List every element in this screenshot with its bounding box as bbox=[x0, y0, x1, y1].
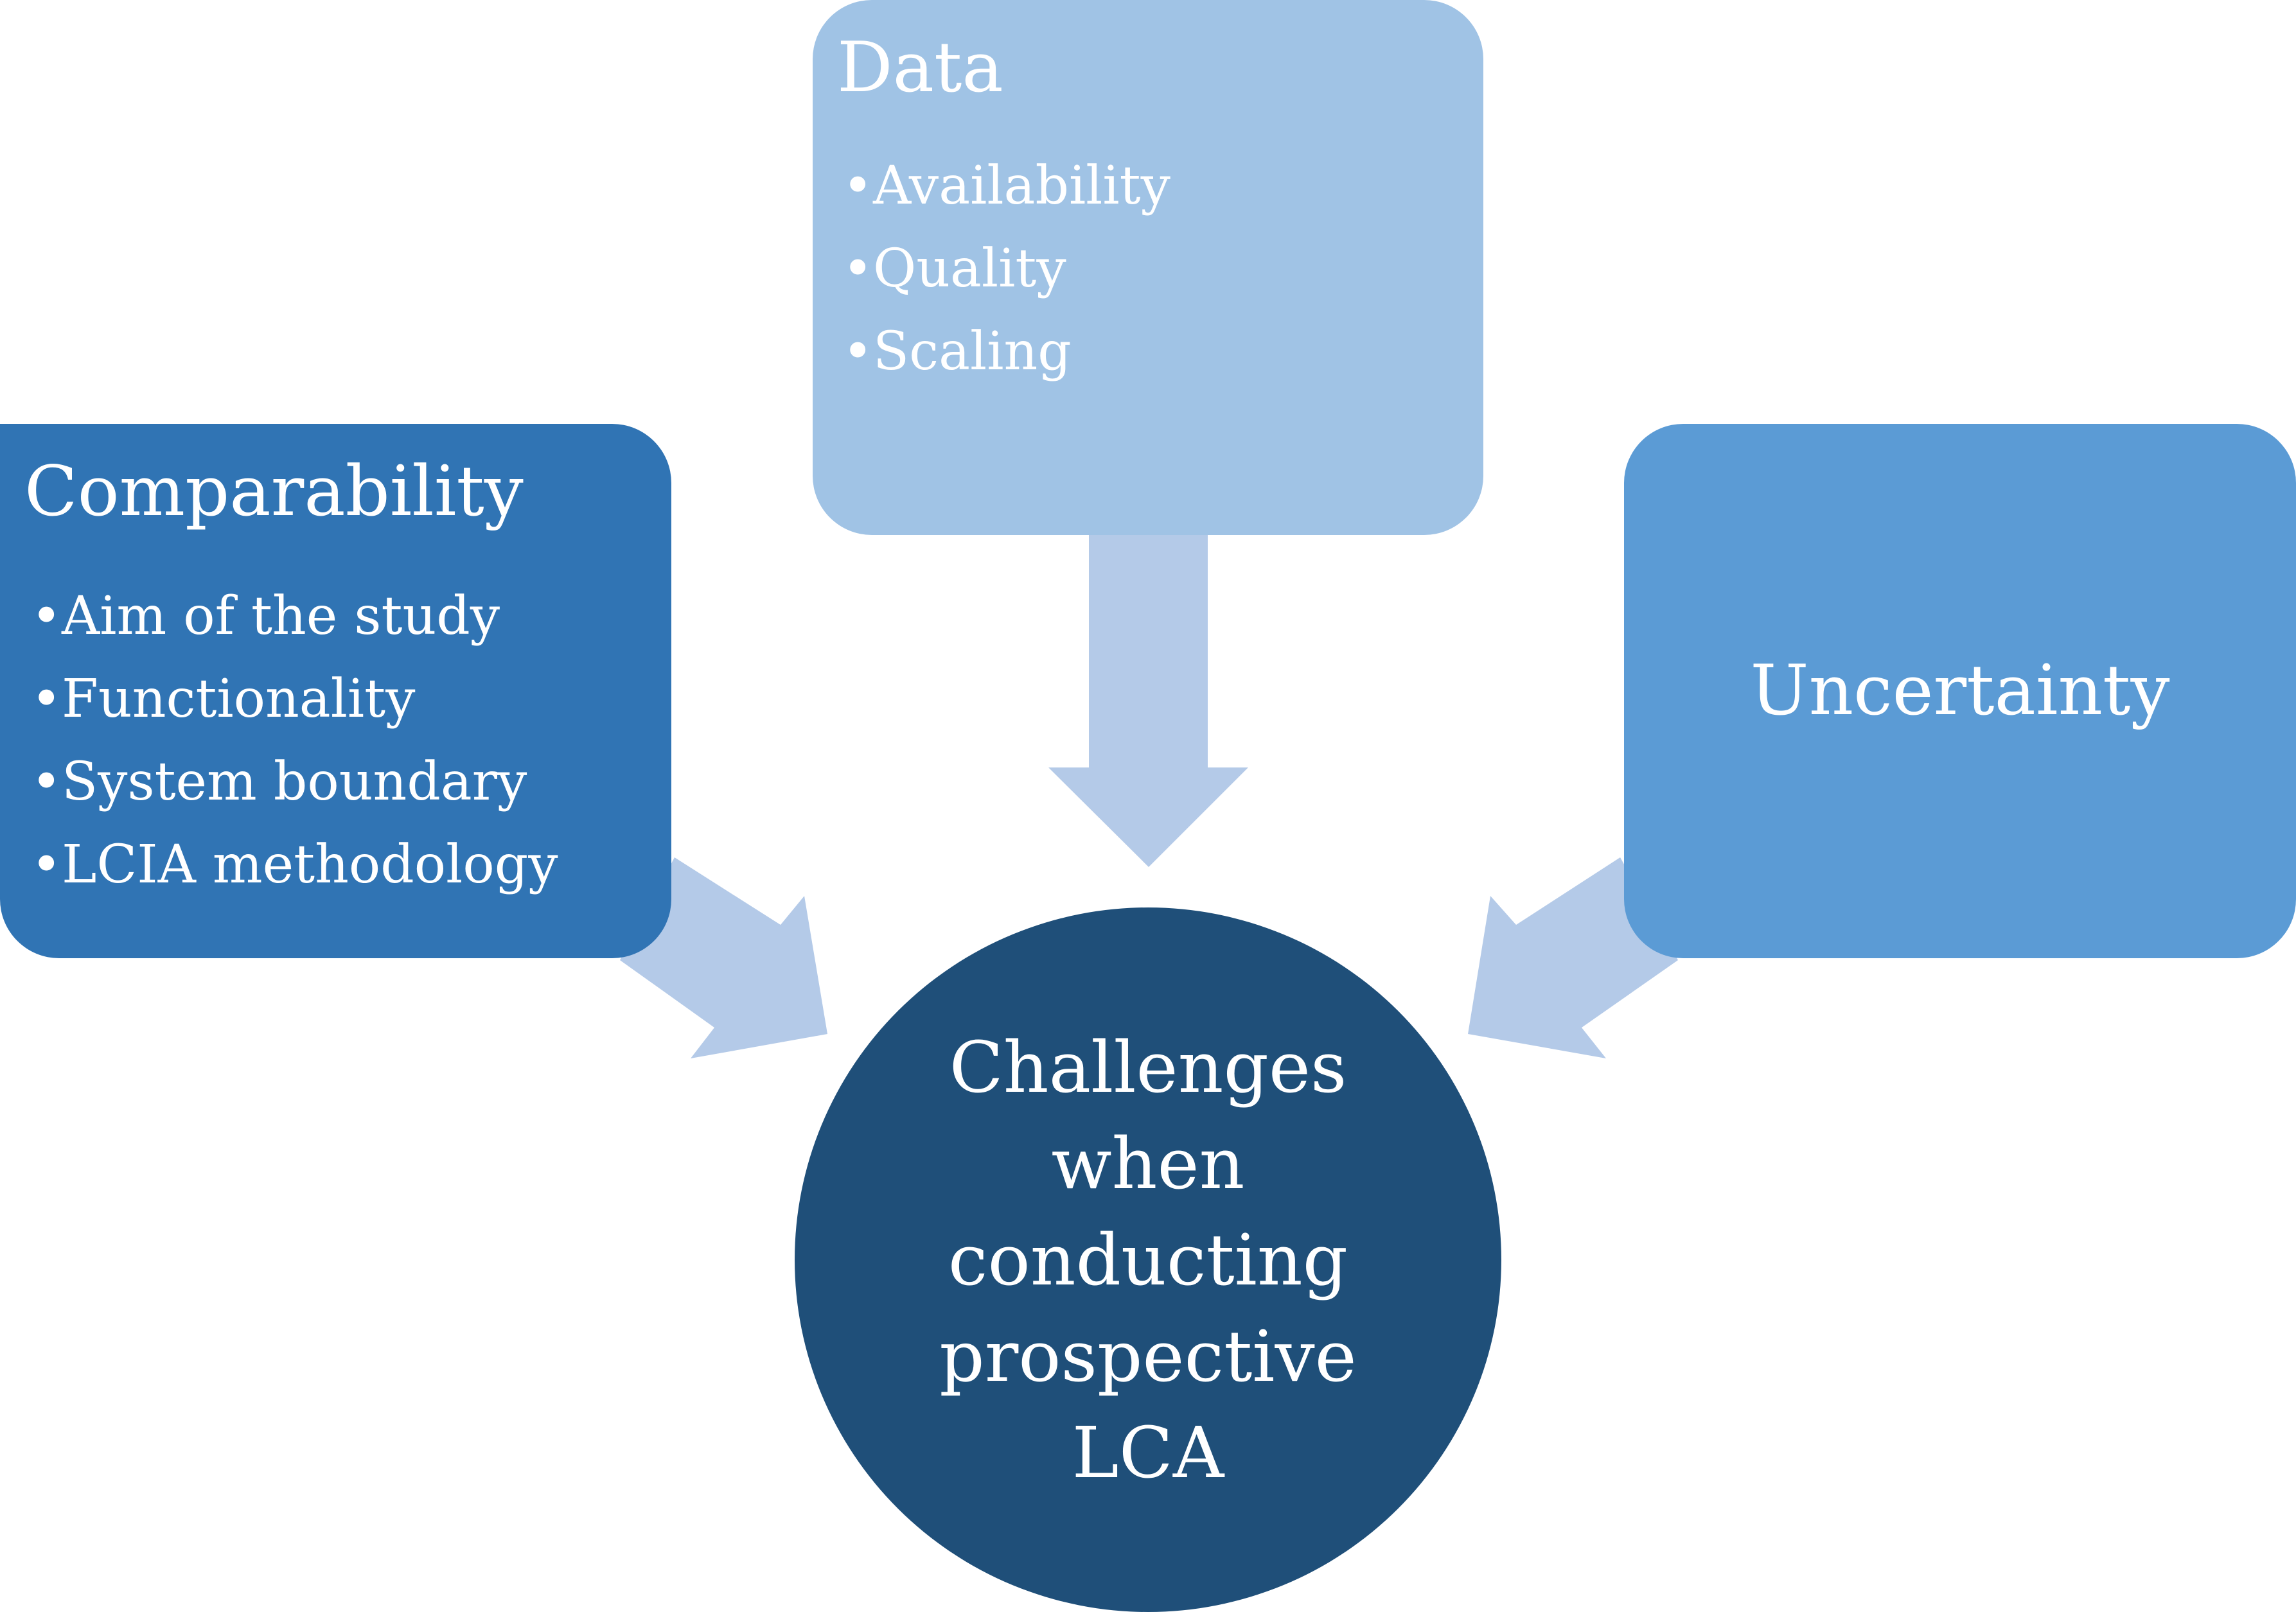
center-circle: Challenges when conducting prospective L… bbox=[795, 907, 1501, 1612]
list-item: •Availability bbox=[842, 145, 1170, 227]
data-list: •Availability •Quality •Scaling bbox=[842, 145, 1170, 393]
bullet-icon: • bbox=[31, 834, 62, 895]
bullet-icon: • bbox=[31, 586, 62, 647]
arrow-data-to-center bbox=[1048, 500, 1248, 867]
arrow-comparability-to-center bbox=[620, 857, 827, 1058]
comparability-title: Comparability bbox=[24, 451, 524, 532]
comparability-list: •Aim of the study •Functionality •System… bbox=[31, 575, 558, 906]
data-title: Data bbox=[837, 28, 1003, 108]
list-item: •Scaling bbox=[842, 310, 1170, 393]
data-box: Data •Availability •Quality •Scaling bbox=[813, 0, 1483, 535]
comparability-box: Comparability •Aim of the study •Functio… bbox=[0, 424, 671, 958]
bullet-icon: • bbox=[31, 751, 62, 812]
list-item: •Quality bbox=[842, 227, 1170, 310]
center-text: Challenges when conducting prospective L… bbox=[939, 1026, 1357, 1494]
list-item: •Functionality bbox=[31, 658, 558, 740]
bullet-icon: • bbox=[842, 155, 874, 216]
uncertainty-box: Uncertainty bbox=[1624, 424, 2296, 958]
bullet-icon: • bbox=[31, 669, 62, 730]
list-item: •LCIA methodology bbox=[31, 823, 558, 906]
list-item: •Aim of the study bbox=[31, 575, 558, 658]
bullet-icon: • bbox=[842, 321, 874, 382]
list-item: •System boundary bbox=[31, 740, 558, 823]
bullet-icon: • bbox=[842, 238, 874, 299]
uncertainty-title: Uncertainty bbox=[1750, 651, 2170, 731]
